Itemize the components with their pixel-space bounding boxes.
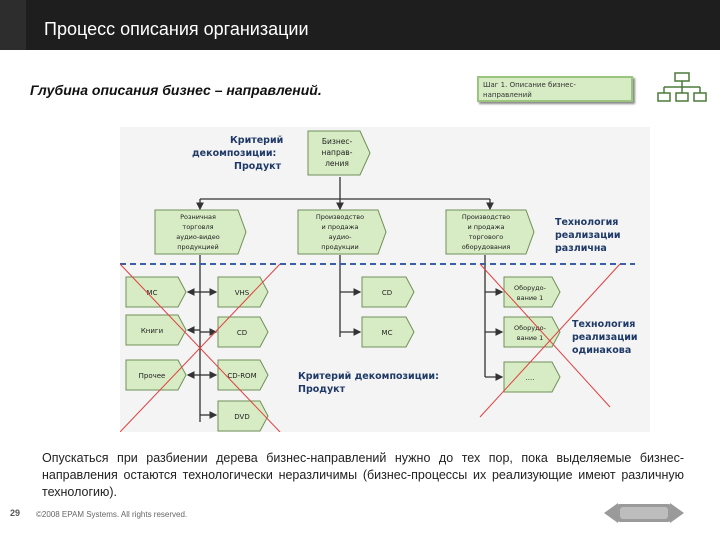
svg-text:и продажа: и продажа (322, 223, 359, 231)
svg-text:Критерий: Критерий (230, 135, 283, 146)
svg-text:Продукт: Продукт (234, 161, 282, 172)
step-label-line: направлений (483, 91, 532, 99)
leaf-node: MC (125, 276, 187, 308)
svg-text:Оборудо-: Оборудо- (514, 324, 547, 332)
tech-different-label: Технология реализации различна (555, 217, 621, 254)
svg-text:Технология: Технология (572, 319, 635, 330)
svg-text:декомпозиции:: декомпозиции: (192, 148, 276, 159)
criterion-top-label: Критерий декомпозиции: Продукт (192, 135, 283, 172)
step-label-box: Шаг 1. Описание бизнес- направлений (477, 76, 633, 102)
svg-text:торгового: торгового (469, 233, 504, 241)
header-stripe (0, 0, 26, 50)
leaf-node: CD-ROM (217, 359, 269, 391)
leaf-node: VHS (217, 276, 269, 308)
leaf-node: .... (503, 361, 561, 393)
svg-text:продукцией: продукцией (177, 243, 219, 251)
root-line: направ- (322, 148, 353, 157)
slide-subtitle: Глубина описания бизнес – направлений. (30, 82, 322, 98)
leaf-node: Прочее (125, 359, 187, 391)
svg-text:аудио-видео: аудио-видео (176, 233, 219, 241)
page-number: 29 (10, 508, 21, 518)
epam-logo (604, 503, 684, 523)
svg-text:Книги: Книги (141, 327, 163, 335)
group2-connectors (339, 255, 362, 337)
svg-text:вание 1: вание 1 (517, 334, 544, 342)
svg-text:....: .... (526, 374, 535, 382)
group3-connectors (484, 255, 504, 381)
svg-text:VHS: VHS (235, 289, 250, 297)
svg-text:Продукт: Продукт (298, 384, 346, 395)
svg-text:различна: различна (555, 243, 607, 254)
business-decomposition-diagram: Бизнес- направ- ления Критерий декомпози… (120, 127, 650, 432)
leaf-node: CD (361, 276, 415, 308)
leaf-node: DVD (217, 400, 269, 432)
svg-text:Оборудо-: Оборудо- (514, 284, 547, 292)
svg-text:CD-ROM: CD-ROM (227, 372, 256, 380)
svg-text:вание 1: вание 1 (517, 294, 544, 302)
root-line: ления (325, 159, 349, 168)
leaf-node: Оборудо- вание 1 (503, 276, 561, 308)
step-label-line: Шаг 1. Описание бизнес- (483, 81, 576, 89)
svg-text:Критерий декомпозиции:: Критерий декомпозиции: (298, 371, 439, 382)
caption-text: Опускаться при разбиении дерева бизнес-н… (42, 451, 684, 499)
svg-text:аудио-: аудио- (329, 233, 353, 241)
svg-text:продукции: продукции (321, 243, 359, 251)
level1-node-audio-production: Производство и продажа аудио- продукции (297, 209, 387, 255)
group1-connectors (186, 255, 218, 422)
copyright-text: ©2008 EPAM Systems. All rights reserved. (36, 510, 188, 519)
svg-text:Производство: Производство (462, 213, 510, 221)
svg-text:CD: CD (382, 289, 392, 297)
root-line: Бизнес- (322, 137, 353, 146)
svg-text:DVD: DVD (234, 413, 249, 421)
svg-text:MC: MC (382, 329, 393, 337)
leaf-node: CD (217, 316, 269, 348)
svg-text:Производство: Производство (316, 213, 364, 221)
org-chart-icon (657, 72, 707, 102)
root-node: Бизнес- направ- ления (307, 130, 371, 176)
leaf-node: Оборудо- вание 1 (503, 316, 561, 348)
criterion-bottom-label: Критерий декомпозиции: Продукт (298, 371, 439, 395)
leaf-node: MC (361, 316, 415, 348)
slide-header: Процесс описания организации (0, 0, 720, 50)
tech-same-label: Технология реализации одинакова (572, 319, 638, 356)
svg-text:реализации: реализации (555, 230, 621, 241)
svg-text:реализации: реализации (572, 332, 638, 343)
svg-text:оборудования: оборудования (462, 243, 511, 251)
leaf-node: Книги (125, 314, 187, 346)
svg-text:и продажа: и продажа (468, 223, 505, 231)
level1-node-retail: Розничная торговля аудио-видео продукцие… (154, 209, 247, 255)
svg-text:MC: MC (147, 289, 158, 297)
svg-text:Розничная: Розничная (180, 213, 216, 221)
svg-text:одинакова: одинакова (572, 345, 631, 356)
level1-node-equipment-production: Производство и продажа торгового оборудо… (445, 209, 535, 255)
svg-text:Технология: Технология (555, 217, 618, 228)
red-cross-lines (120, 263, 621, 432)
slide-title: Процесс описания организации (44, 19, 309, 39)
svg-text:Прочее: Прочее (139, 372, 166, 380)
svg-text:CD: CD (237, 329, 247, 337)
svg-text:торговля: торговля (182, 223, 213, 231)
root-connectors (196, 177, 494, 211)
